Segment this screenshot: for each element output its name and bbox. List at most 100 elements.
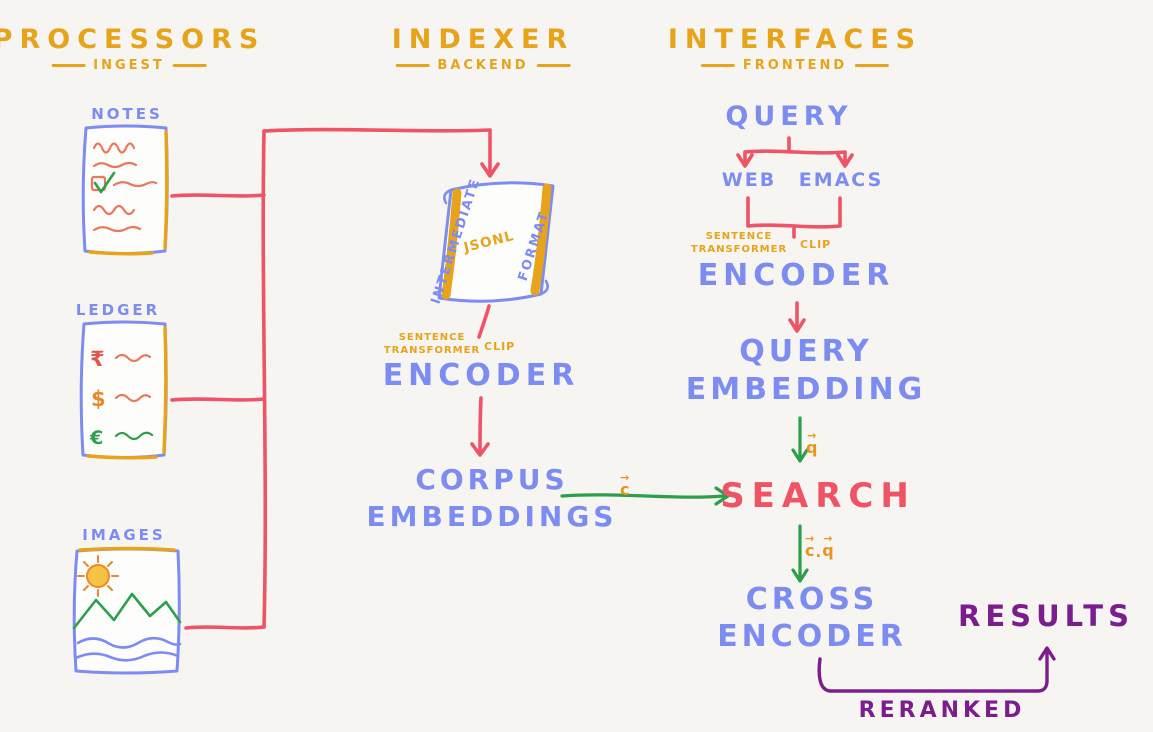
cross-encoder-line2: ENCODER [717,619,907,654]
wire-images-to-bus [184,625,266,630]
processors-header: PROCESSORS INGEST [0,24,265,73]
corpus-embeddings: CORPUS EMBEDDINGS [367,461,618,535]
vector-arrow-icon: → [807,429,817,442]
processors-title: PROCESSORS [0,24,266,55]
dollar-symbol: $ [91,387,106,411]
dot-separator: . [815,543,822,561]
interfaces-title: INTERFACES [667,24,923,55]
arrowhead-into-search-top [791,448,809,463]
vector-arrow-icon: → [620,471,630,484]
dash-line [172,64,207,67]
scroll-roll-right [530,183,552,296]
query-embedding-line1: QUERY [739,334,873,369]
query-embedding-line2: EMBEDDING [685,372,927,407]
interfaces-clip-label: CLIP [800,238,832,251]
rerank-wire [817,646,1056,693]
vector-arrow-icon: → [805,532,815,545]
wire-notes-to-bus [170,193,266,198]
interfaces-model-label: SENTENCE TRANSFORMER [691,230,787,256]
wire-scroll-to-encoder [477,304,491,339]
wire-encoder-to-corpus [478,396,483,454]
arrowhead-into-results [1038,646,1056,661]
ledger-card-accent-right [162,326,168,454]
dot-product-label: → c . → q [805,532,834,561]
query-label: QUERY [725,101,853,132]
notes-label: NOTES [91,105,163,123]
vector-q: → q [822,532,834,560]
ledger-card: ₹ $ € [79,320,168,460]
indexer-model-label: SENTENCE TRANSFORMER [384,331,480,357]
corpus-line1: CORPUS [415,463,569,496]
wire-clients-merge [746,196,842,239]
reranked-label: RERANKED [858,698,1026,723]
dash-line [51,64,86,67]
indexer-header: INDEXER BACKEND [392,24,575,73]
scroll-roll-left [441,188,462,300]
wire-bus-vertical [261,129,268,629]
cross-encoder-line1: CROSS [745,582,879,617]
indexer-subtitle: BACKEND [395,58,571,73]
vector-c: → c [805,532,815,560]
wire-ledger-to-bus [170,397,266,402]
interfaces-subtitle: FRONTEND [700,58,890,73]
interfaces-subtitle-text: FRONTEND [742,58,848,73]
dash-line [395,64,430,67]
ingest-wires [170,127,854,630]
images-card [72,546,182,675]
rupee-symbol: ₹ [90,347,105,371]
corpus-vector-label: → c [620,466,629,498]
indexer-model-line1: SENTENCE [398,332,466,343]
indexer-model-line2: TRANSFORMER [383,345,481,356]
indexer-encoder: ENCODER [382,358,580,393]
wire-query-split [743,136,847,165]
dash-line [700,64,735,67]
interfaces-header: INTERFACES FRONTEND [668,24,922,73]
arrowhead-into-cross [791,568,809,583]
query-embedding: QUERY EMBEDDING [686,333,926,409]
arrowhead-into-corpus [470,442,490,457]
interfaces-model-line1: SENTENCE [705,231,773,242]
processors-subtitle-text: INGEST [93,58,165,73]
notes-card [81,124,169,256]
arrowhead-into-emacs [836,153,854,168]
vector-q: → q [806,429,818,457]
ledger-scribble-3 [114,431,154,441]
processors-subtitle: INGEST [51,58,207,73]
arrowhead-into-web [736,153,754,168]
vector-arrow-icon: → [823,532,833,545]
notes-checkmark [93,171,116,194]
arrowhead-into-embedding [788,318,806,333]
indexer-subtitle-text: BACKEND [437,58,529,73]
sun-rays-icon [77,555,119,597]
jsonl-scroll [437,181,555,303]
wire-cross-to-results [817,649,1049,693]
arrowhead-into-search-left [714,486,730,506]
ledger-label: LEDGER [75,301,161,319]
interfaces-model-line2: TRANSFORMER [690,244,788,255]
vector-wires [560,416,809,583]
corpus-line2: EMBEDDINGS [366,500,618,533]
indexer-title: INDEXER [391,24,575,55]
wire-corpus-to-search [560,493,726,499]
notes-card-accent-bottom [88,250,154,256]
scroll-curls [443,188,549,296]
river-icon [74,636,182,662]
indexer-clip-label: CLIP [484,340,516,353]
web-client-label: WEB [721,169,777,191]
notes-card-border [81,124,169,255]
euro-symbol: € [89,427,103,449]
ledger-card-accent-bottom [86,454,158,460]
dash-line [855,64,890,67]
mountains-icon [72,592,182,630]
notes-card-accent-right [163,130,169,250]
ledger-scribble-1 [114,353,152,363]
ledger-scribble-2 [114,393,152,403]
arrowhead-into-scroll [480,162,500,178]
dash-line [536,64,571,67]
interfaces-encoder: ENCODER [697,258,895,293]
wire-bus-to-scroll [262,127,492,133]
emacs-client-label: EMACS [798,169,884,191]
query-vector-label: → q [806,424,817,456]
